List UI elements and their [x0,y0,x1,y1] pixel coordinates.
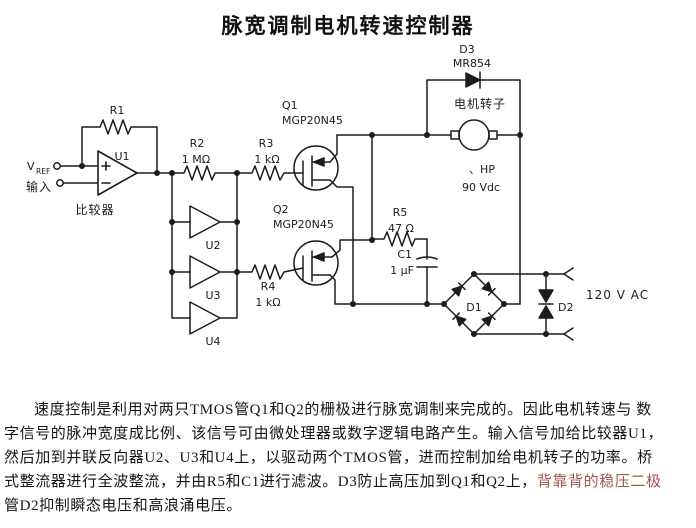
resistor-r2 [136,165,238,181]
q1-label: Q1 [282,99,298,112]
diode-d3 [465,71,481,89]
circuit-schematic: V REF 输入 U1 比较器 R1 R2 1 MΩ R3 1 kΩ Q1 MG… [26,43,649,348]
bridge-diode-bottom-right [481,312,496,327]
vref-label: V [27,160,35,173]
inverter-u4 [189,301,221,335]
resistor-r5 [371,231,428,247]
u2-label: U2 [205,239,220,252]
opamp-u1 [97,150,138,196]
d3-label: D3 [459,43,474,56]
paragraph-line: 速度控制是利用对两只TMOS管Q1和Q2的栅极进行脉宽调制来完成的。因此电机转速… [34,402,652,418]
r5-label: R5 [393,206,408,219]
motor-label: 电机转子 [454,96,506,111]
paragraph-line4-red-text: 背靠背的稳压二极 [536,474,662,490]
vref-terminal [53,162,61,170]
d3-part-number: MR854 [453,57,491,70]
r2-value: 1 MΩ [182,153,210,166]
capacitor-c1 [416,256,438,268]
resistor-r4 [236,264,304,280]
d2-label: D2 [558,301,573,314]
r4-value: 1 kΩ [255,296,280,309]
bridge-diode-top-left [451,282,466,297]
bridge-diode-top-right [481,281,496,296]
paragraph-line: 管D2抑制瞬态电压和高浪涌电压。 [4,498,242,514]
junction-dots [79,132,549,337]
r5-value: 47 Ω [388,222,414,235]
r2-label: R2 [190,137,205,150]
component-labels: V REF 输入 U1 比较器 R1 R2 1 MΩ R3 1 kΩ Q1 MG… [26,43,649,348]
paragraph-line: 字信号的脉冲宽度成比例、该信号可由微处理器或数字逻辑电路产生。输入信号加给比较器… [4,426,664,442]
r3-label: R3 [259,137,274,150]
ac-supply-label: 120 V AC [586,288,649,302]
inverter-u2 [189,205,221,239]
u4-label: U4 [205,335,220,348]
ac-terminal-top [563,267,574,281]
motor-armature [450,119,498,151]
q2-label: Q2 [273,203,289,216]
page-title: 脉宽调制电机转速控制器 [221,15,475,38]
u3-label: U3 [205,289,220,302]
description-paragraph: 速度控制是利用对两只TMOS管Q1和Q2的栅极进行脉宽调制来完成的。因此电机转速… [4,398,693,518]
input-terminals [53,162,64,187]
d1-label: D1 [466,301,481,314]
paragraph-line: 式整流器进行全波整流，并由R5和C1进行滤波。D3防止高压加到Q1和Q2上，背靠… [4,470,693,494]
r1-label: R1 [110,104,125,117]
resistor-r1 [81,119,158,174]
q2-part-number: MGP20N45 [273,218,334,231]
vref-subscript: REF [36,167,50,176]
comparator-label: 比较器 [75,202,114,217]
u1-label: U1 [114,150,129,163]
r4-label: R4 [261,280,276,293]
tvs-diode-d2 [538,273,554,335]
c1-value: 1 μF [390,264,414,277]
resistor-r3 [236,165,304,181]
motor-hp-label: 、HP [469,163,495,176]
input-label: 输入 [26,179,52,194]
q1-part-number: MGP20N45 [282,114,343,127]
r3-value: 1 kΩ [254,153,279,166]
inverter-u3 [189,255,221,289]
input-terminal [56,179,64,187]
paragraph-line4-black: 式整流器进行全波整流，并由R5和C1进行滤波。D3防止高压加到Q1和Q2上， [4,474,537,490]
ac-terminal-bottom [563,327,574,341]
bridge-diode-bottom-left [452,312,467,327]
paragraph-line: 然后加到并联反向器U2、U3和U4上，以驱动两个TMOS管，进而控制加给电机转子… [4,450,653,466]
mosfet-q2 [293,240,339,286]
c1-label: C1 [397,248,412,261]
motor-voltage-label: 90 Vdc [462,181,500,194]
mosfet-q1 [293,145,339,191]
